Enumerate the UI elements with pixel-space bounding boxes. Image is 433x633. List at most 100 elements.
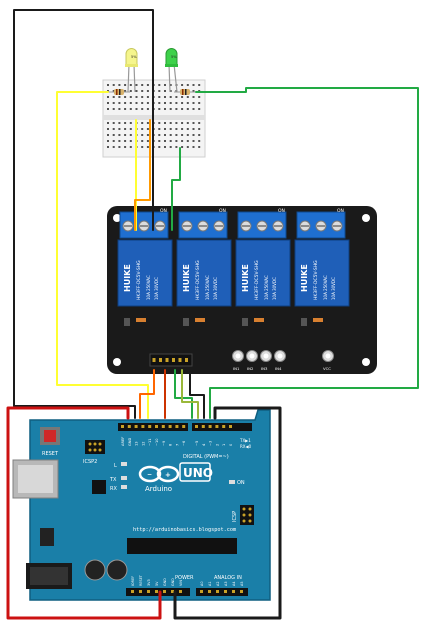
power-pin-label: RESET: [139, 574, 143, 586]
digital-pin-label: ~5: [195, 441, 199, 446]
header-pin[interactable]: [178, 358, 182, 362]
digital-pin-label: 12: [141, 441, 145, 446]
analog-label: ANALOG IN: [214, 575, 242, 581]
digital-pin[interactable]: [121, 425, 124, 428]
wires: [6, 9, 419, 620]
power-pin[interactable]: [147, 590, 150, 593]
icsp-label: ICSP: [232, 511, 238, 522]
analog-pin[interactable]: [224, 590, 227, 593]
relay-brand: HUIKE: [123, 264, 132, 292]
relay-rating-ac: 10A 250VAC: [323, 275, 328, 300]
digital-pin[interactable]: [195, 425, 198, 428]
power-pin-label: 5V: [155, 581, 159, 586]
digital-pin-label: ~10: [155, 438, 159, 446]
relay-rating-dc: 10A 30VDC: [154, 277, 159, 300]
relay-rating-dc: 10A 30VDC: [213, 277, 218, 300]
relay-model: HK3FF-DC5V-SHG: [195, 260, 201, 300]
analog-pin[interactable]: [240, 590, 243, 593]
header-pin[interactable]: [172, 358, 175, 362]
infinity-logo: − +: [138, 465, 180, 483]
digital-pin-label: AREF: [121, 437, 125, 446]
digital-pin[interactable]: [148, 425, 152, 428]
digital-pin-label: 13: [135, 441, 139, 446]
icsp-header: [240, 505, 254, 525]
rx-side-label: RX◀0: [240, 444, 252, 449]
power-pin-label: GND: [163, 578, 167, 586]
header-pin[interactable]: [165, 358, 169, 362]
reset-label: RESET: [42, 451, 59, 457]
digital-pin[interactable]: [134, 425, 138, 428]
status-led-in2: IN2: [246, 350, 258, 371]
power-pin[interactable]: [171, 590, 174, 593]
digital-pin[interactable]: [182, 425, 186, 428]
model-label: UNO: [183, 466, 213, 480]
power-label: POWER: [175, 575, 194, 581]
digital-pin[interactable]: [175, 425, 179, 428]
digital-pin-label: ~6: [182, 440, 186, 446]
header-pin[interactable]: [159, 358, 162, 362]
power-pin-label: 3V3: [147, 579, 151, 586]
wire-green-ch2: [174, 369, 193, 419]
resistor-right: [174, 89, 196, 95]
header-pin-label: CH2: [165, 381, 170, 390]
digital-header-left: [118, 423, 188, 431]
digital-pin-label: 0: [229, 443, 233, 446]
relay-rating-ac: 10A 250VAC: [264, 275, 269, 300]
svg-text:−: −: [147, 472, 152, 479]
digital-pin[interactable]: [229, 425, 232, 428]
capacitor-right: [106, 559, 128, 581]
power-pin-label: IOREF: [131, 576, 135, 586]
analog-header: [196, 588, 248, 596]
status-led-in1: IN1: [232, 350, 244, 371]
relay-model: HK3FF-DC5V-SHG: [313, 260, 319, 300]
digital-pin[interactable]: [161, 425, 165, 428]
power-pin[interactable]: [131, 590, 134, 593]
relay-input-header: [149, 353, 193, 367]
header-pin[interactable]: [185, 358, 188, 362]
digital-pin[interactable]: [127, 425, 131, 428]
power-pin[interactable]: [179, 590, 182, 593]
digital-pin[interactable]: [222, 425, 226, 428]
header-pin-label: CH4: [178, 381, 183, 390]
digital-pin[interactable]: [208, 425, 212, 428]
header-pin[interactable]: [152, 358, 156, 362]
logo-text: Arduino: [145, 485, 172, 493]
analog-pin[interactable]: [232, 590, 235, 593]
relay-rating-ac: 10A 250VAC: [205, 275, 210, 300]
terminal-block-2: [178, 211, 228, 239]
wire-orange-vcc: [139, 369, 155, 419]
tx-side-label: TX▶1: [239, 438, 251, 443]
board-leds: [121, 462, 127, 489]
digital-pin-label: 7: [175, 444, 179, 446]
power-pin[interactable]: [155, 590, 158, 593]
analog-pin-label: A2: [216, 582, 220, 586]
digital-pin-label: ~11: [148, 438, 152, 446]
led-label-l: L: [114, 463, 117, 469]
wire-black-ch4: [189, 369, 205, 419]
analog-pin-label: A4: [232, 582, 236, 586]
power-pin[interactable]: [139, 590, 142, 593]
wire-green-relay: [171, 147, 181, 231]
digital-pin-label: ~9: [162, 440, 166, 446]
analog-pin[interactable]: [216, 590, 219, 593]
digital-pin[interactable]: [201, 425, 205, 428]
analog-pin[interactable]: [208, 590, 211, 593]
reset-button-icon[interactable]: [40, 427, 60, 445]
relay-brand: HUIKE: [300, 264, 309, 292]
digital-pin[interactable]: [215, 425, 219, 428]
led-label-tx: TX: [109, 477, 117, 483]
digital-pin[interactable]: [155, 425, 158, 428]
status-led-label: IN2: [247, 366, 254, 371]
digital-pin[interactable]: [168, 425, 172, 428]
analog-pin[interactable]: [200, 590, 203, 593]
capacitor-left: [84, 559, 106, 581]
led-label-rx: RX: [110, 486, 117, 492]
channel-on-label: ON: [219, 208, 226, 214]
digital-pin[interactable]: [141, 425, 145, 428]
channel-on-label: ON: [160, 208, 167, 214]
power-pin[interactable]: [163, 590, 166, 593]
